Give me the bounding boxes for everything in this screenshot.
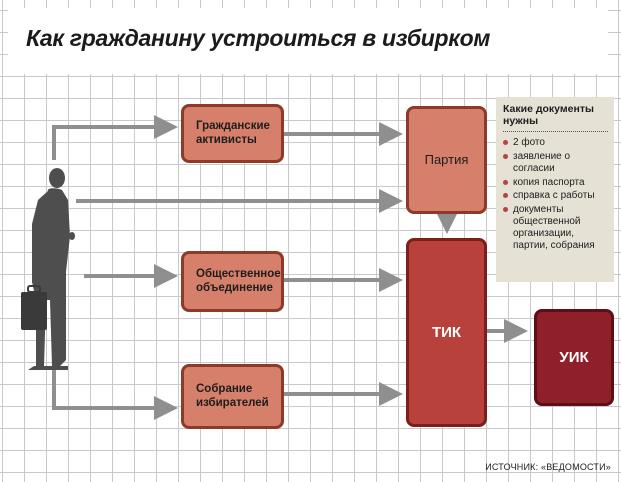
documents-item: заявление о согласии: [503, 151, 608, 175]
documents-list: 2 фото заявление о согласии копия паспор…: [503, 137, 608, 251]
arrow-person-to-meeting: [52, 368, 178, 420]
activists-label: Гражданские активисты: [196, 120, 270, 146]
meeting-label: Собрание избирателей: [196, 383, 269, 409]
bullet-icon: [503, 207, 508, 213]
party-box: Партия: [406, 106, 487, 214]
bullet-icon: [503, 193, 508, 199]
source-credit: ИСТОЧНИК: «ВЕДОМОСТИ»: [485, 462, 611, 472]
tik-label: ТИК: [431, 324, 462, 341]
activists-box: Гражданские активисты: [181, 104, 284, 163]
uik-box: УИК: [534, 309, 614, 406]
title-bar: Как гражданину устроиться в избирком: [8, 8, 608, 74]
arrow-person-to-activists: [52, 115, 178, 160]
party-label: Партия: [424, 151, 469, 167]
documents-title: Какие документы нужны: [503, 103, 608, 133]
documents-panel: Какие документы нужны 2 фото заявление о…: [496, 97, 614, 282]
documents-item: документы общественной организации, парт…: [503, 204, 608, 251]
documents-item: справка с работы: [503, 190, 608, 202]
person-silhouette-icon: [21, 168, 75, 370]
bullet-icon: [503, 179, 508, 185]
association-label: Общественное объединение: [196, 268, 281, 294]
documents-item: копия паспорта: [503, 177, 608, 189]
bullet-icon: [503, 153, 508, 159]
diagram-title: Как гражданину устроиться в избирком: [26, 25, 491, 51]
uik-label: УИК: [559, 349, 589, 366]
meeting-box: Собрание избирателей: [181, 364, 284, 429]
association-box: Общественное объединение: [181, 251, 284, 312]
documents-item: 2 фото: [503, 137, 608, 149]
bullet-icon: [503, 140, 508, 146]
tik-box: ТИК: [406, 238, 487, 427]
